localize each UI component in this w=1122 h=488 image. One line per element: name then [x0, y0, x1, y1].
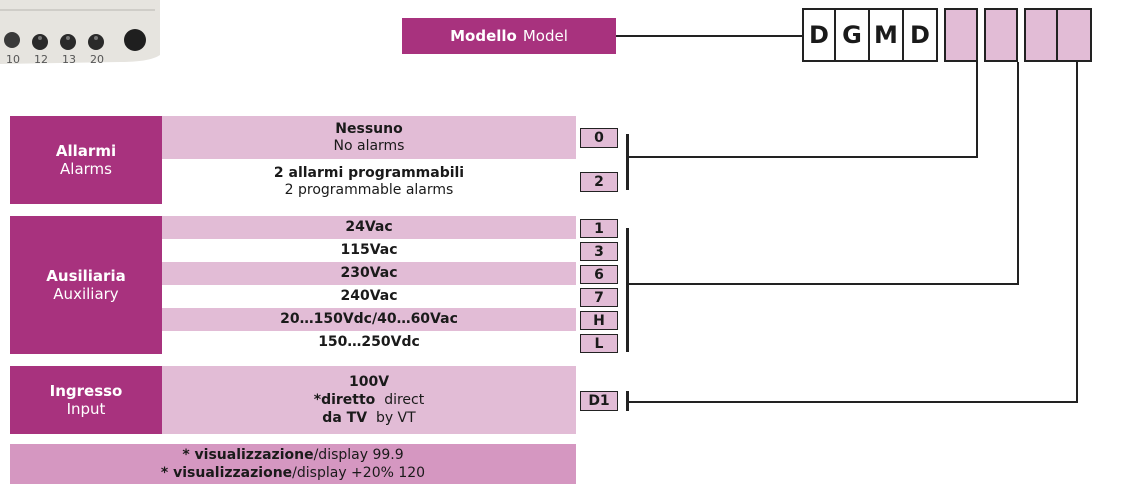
- option-label: 150…250Vdc: [318, 334, 420, 350]
- auxiliary-code: 7: [580, 288, 618, 307]
- option-label: 230Vac: [340, 265, 398, 281]
- auxiliary-title-en: Auxiliary: [53, 285, 119, 303]
- model-label-it: Modello: [450, 27, 517, 45]
- direct-it: *diretto: [313, 392, 376, 408]
- alarms-title-it: Allarmi: [55, 142, 117, 160]
- option-label-it: 2 allarmi programmabili: [273, 165, 465, 181]
- direct-en: direct: [384, 392, 425, 408]
- note-it: * visualizzazione: [182, 447, 314, 463]
- alarms-header: Allarmi Alarms: [10, 116, 162, 204]
- terminal-block-image: [0, 0, 160, 64]
- auxiliary-code: L: [580, 334, 618, 353]
- display-notes: * visualizzazione/display 99.9 * visuali…: [10, 444, 576, 484]
- alarms-option-two: 2 allarmi programmabili 2 programmable a…: [162, 160, 576, 204]
- alarms-bracket: [626, 134, 629, 190]
- code-letter-box: D: [802, 8, 836, 62]
- input-code: D1: [580, 391, 618, 411]
- code-letter-box: D: [902, 8, 938, 62]
- note-line: * visualizzazione/display 99.9: [182, 446, 403, 464]
- option-label-en: 2 programmable alarms: [284, 182, 454, 198]
- terminal-label: 12: [34, 53, 48, 66]
- terminal-label: 10: [6, 53, 20, 66]
- auxiliary-header: Ausiliaria Auxiliary: [10, 216, 162, 354]
- option-label-en: No alarms: [333, 137, 405, 154]
- input-header: Ingresso Input: [10, 366, 162, 434]
- code-slot-alarms: [944, 8, 978, 62]
- terminal-label: 20: [90, 53, 104, 66]
- input-mode-direct: *diretto direct: [314, 391, 424, 409]
- auxiliary-code: 1: [580, 219, 618, 238]
- model-label: Modello Model: [402, 18, 616, 54]
- option-label: 115Vac: [340, 242, 398, 258]
- code-letter-box: G: [834, 8, 870, 62]
- input-bracket: [626, 391, 629, 411]
- alarms-option-none: Nessuno No alarms: [162, 116, 576, 159]
- auxiliary-option: 115Vac: [162, 239, 576, 262]
- input-mode-vt: da TV by VT: [322, 409, 415, 427]
- input-title-en: Input: [66, 400, 106, 418]
- input-connector-v: [1076, 62, 1078, 402]
- option-label: 20…150Vdc/40…60Vac: [280, 311, 458, 327]
- auxiliary-connector-v: [1017, 62, 1019, 284]
- note-line: * visualizzazione/display +20% 120: [161, 464, 425, 482]
- auxiliary-option: 20…150Vdc/40…60Vac: [162, 308, 576, 331]
- option-label: 240Vac: [340, 288, 398, 304]
- auxiliary-code: H: [580, 311, 618, 330]
- model-connector: [616, 35, 802, 37]
- code-slot-input: [1024, 8, 1058, 62]
- auxiliary-title-it: Ausiliaria: [46, 267, 126, 285]
- vt-en: by VT: [375, 410, 416, 426]
- alarms-title-en: Alarms: [60, 160, 112, 178]
- auxiliary-option: 230Vac: [162, 262, 576, 285]
- device-photo: 10 12 13 20: [0, 0, 160, 70]
- code-slot-input-2: [1056, 8, 1092, 62]
- alarms-connector-v: [976, 62, 978, 157]
- code-letter-box: M: [868, 8, 904, 62]
- alarms-code-0: 0: [580, 128, 618, 148]
- alarms-code-2: 2: [580, 172, 618, 192]
- input-voltage: 100V: [348, 374, 390, 390]
- code-slot-auxiliary: [984, 8, 1018, 62]
- auxiliary-code: 6: [580, 265, 618, 284]
- input-connector-h: [628, 401, 1078, 403]
- option-label-it: Nessuno: [335, 120, 403, 137]
- auxiliary-connector-h: [628, 283, 1019, 285]
- option-label: 24Vac: [345, 219, 393, 235]
- terminal-label: 13: [62, 53, 76, 66]
- auxiliary-option: 150…250Vdc: [162, 331, 576, 354]
- input-title-it: Ingresso: [49, 382, 123, 400]
- input-option: 100V *diretto direct da TV by VT: [162, 366, 576, 434]
- note-en: /display +20% 120: [292, 465, 426, 481]
- auxiliary-bracket: [626, 228, 629, 352]
- auxiliary-code: 3: [580, 242, 618, 261]
- model-label-en: Model: [522, 27, 568, 45]
- note-it: * visualizzazione: [160, 465, 293, 481]
- vt-it: da TV: [322, 410, 368, 426]
- note-en: /display 99.9: [313, 447, 404, 463]
- alarms-connector-h: [628, 156, 978, 158]
- auxiliary-option: 240Vac: [162, 285, 576, 308]
- model-code: D G M D: [802, 8, 1092, 62]
- auxiliary-option: 24Vac: [162, 216, 576, 239]
